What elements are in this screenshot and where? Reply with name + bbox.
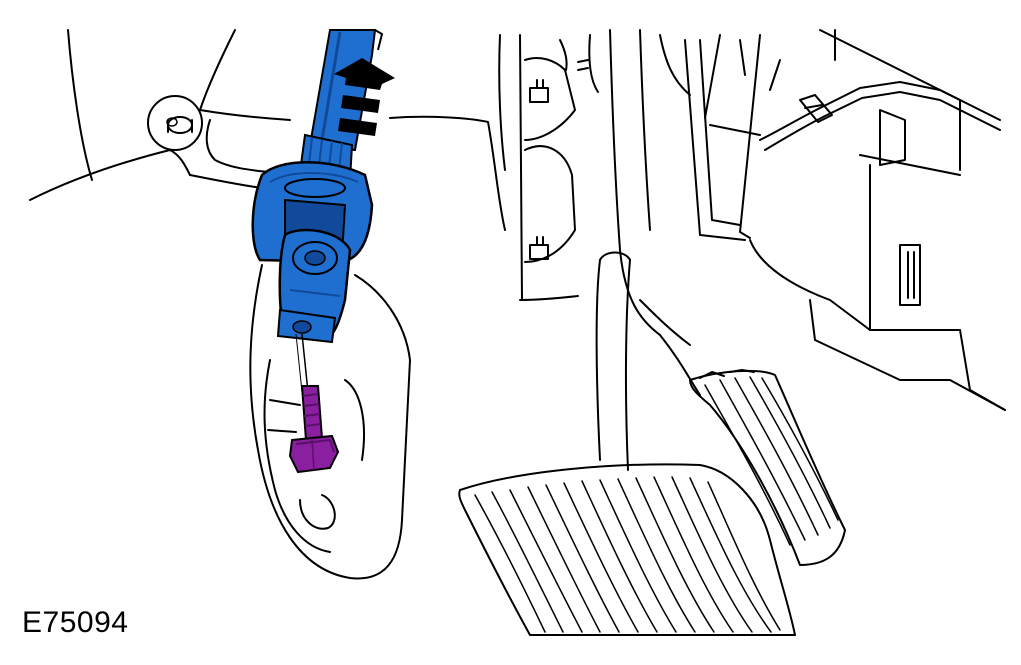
accelerator-pedal bbox=[689, 369, 846, 566]
hvac-housing bbox=[659, 29, 1006, 411]
mounting-bracket bbox=[524, 57, 589, 263]
brake-pedal-pad bbox=[458, 463, 796, 636]
steering-shaft bbox=[251, 29, 384, 344]
footwell-panel-left bbox=[29, 29, 291, 201]
bolt-alignment-line bbox=[295, 333, 309, 393]
figure-id-label: E75094 bbox=[22, 606, 129, 639]
bolt-head bbox=[288, 434, 340, 474]
mounting-stud bbox=[147, 95, 203, 151]
pedal-bracket bbox=[249, 264, 411, 580]
center-panel bbox=[389, 34, 599, 301]
brake-pedal-arm bbox=[595, 29, 701, 471]
pinch-bolt bbox=[288, 385, 340, 474]
up-arrow-icon bbox=[334, 58, 395, 136]
brake-line bbox=[709, 81, 1001, 151]
